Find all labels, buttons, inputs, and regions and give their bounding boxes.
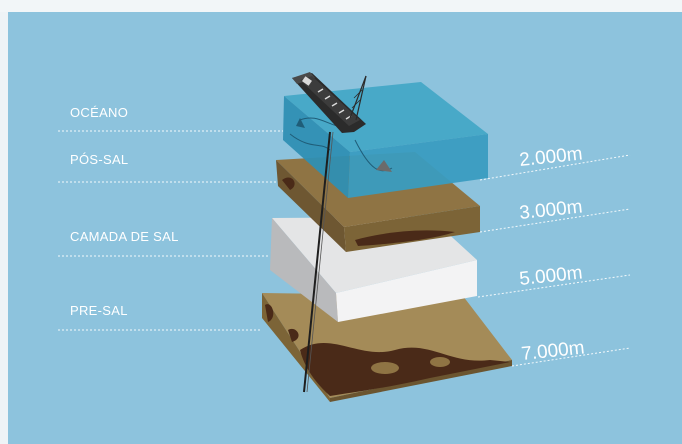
pre-salt-rock-inclusion-2 [430,357,450,367]
derrick-mast [349,75,367,119]
layer-label-text: PÓS-SAL [70,152,128,167]
layer-label-text: CAMADA DE SAL [70,229,179,244]
platform-ship-icon [292,72,367,133]
salt-left-side [270,218,338,322]
post-salt-oil-spot [282,177,295,190]
anchor-icon [296,118,305,128]
depth-value: 2.000m [518,143,583,171]
pre-salt-rock-inclusion [371,362,399,374]
depth-leader [479,154,631,181]
pre-salt-block [262,293,512,402]
post-salt-oil-streak [355,230,455,246]
layer-label-post-salt: PÓS-SAL [58,152,276,183]
top-strip [0,0,682,12]
depth-label-7000: 7.000m [511,337,631,367]
salt-front-side [336,260,477,322]
ship-bow [292,72,315,84]
ocean-front-side [348,134,488,198]
pre-salt-oil-spot-2 [288,328,299,342]
pre-salt-oil-pocket [300,342,510,396]
depth-value: 5.000m [518,262,583,290]
depth-leader [479,208,631,233]
ship-bridge [302,76,312,86]
depth-label-5000: 5.000m [477,262,631,298]
layer-label-ocean: OCÉANO [58,105,283,132]
layer-label-pre-salt: PRE-SAL [58,303,262,331]
layer-label-text: OCÉANO [70,105,128,120]
depth-value: 3.000m [518,196,583,224]
depth-leader [477,274,631,298]
pre-salt-oil-spot [265,304,274,322]
layer-label-salt: CAMADA DE SAL [58,229,270,257]
subsea-equipment-icon [376,160,392,172]
depth-label-3000: 3.000m [479,196,631,233]
ship-deck [300,76,360,126]
layer-label-text: PRE-SAL [70,303,128,318]
depth-label-2000: 2.000m [479,143,631,181]
drill-pipe [303,131,331,393]
drill-pipe-highlight [306,131,334,393]
depth-value: 7.000m [520,337,585,365]
